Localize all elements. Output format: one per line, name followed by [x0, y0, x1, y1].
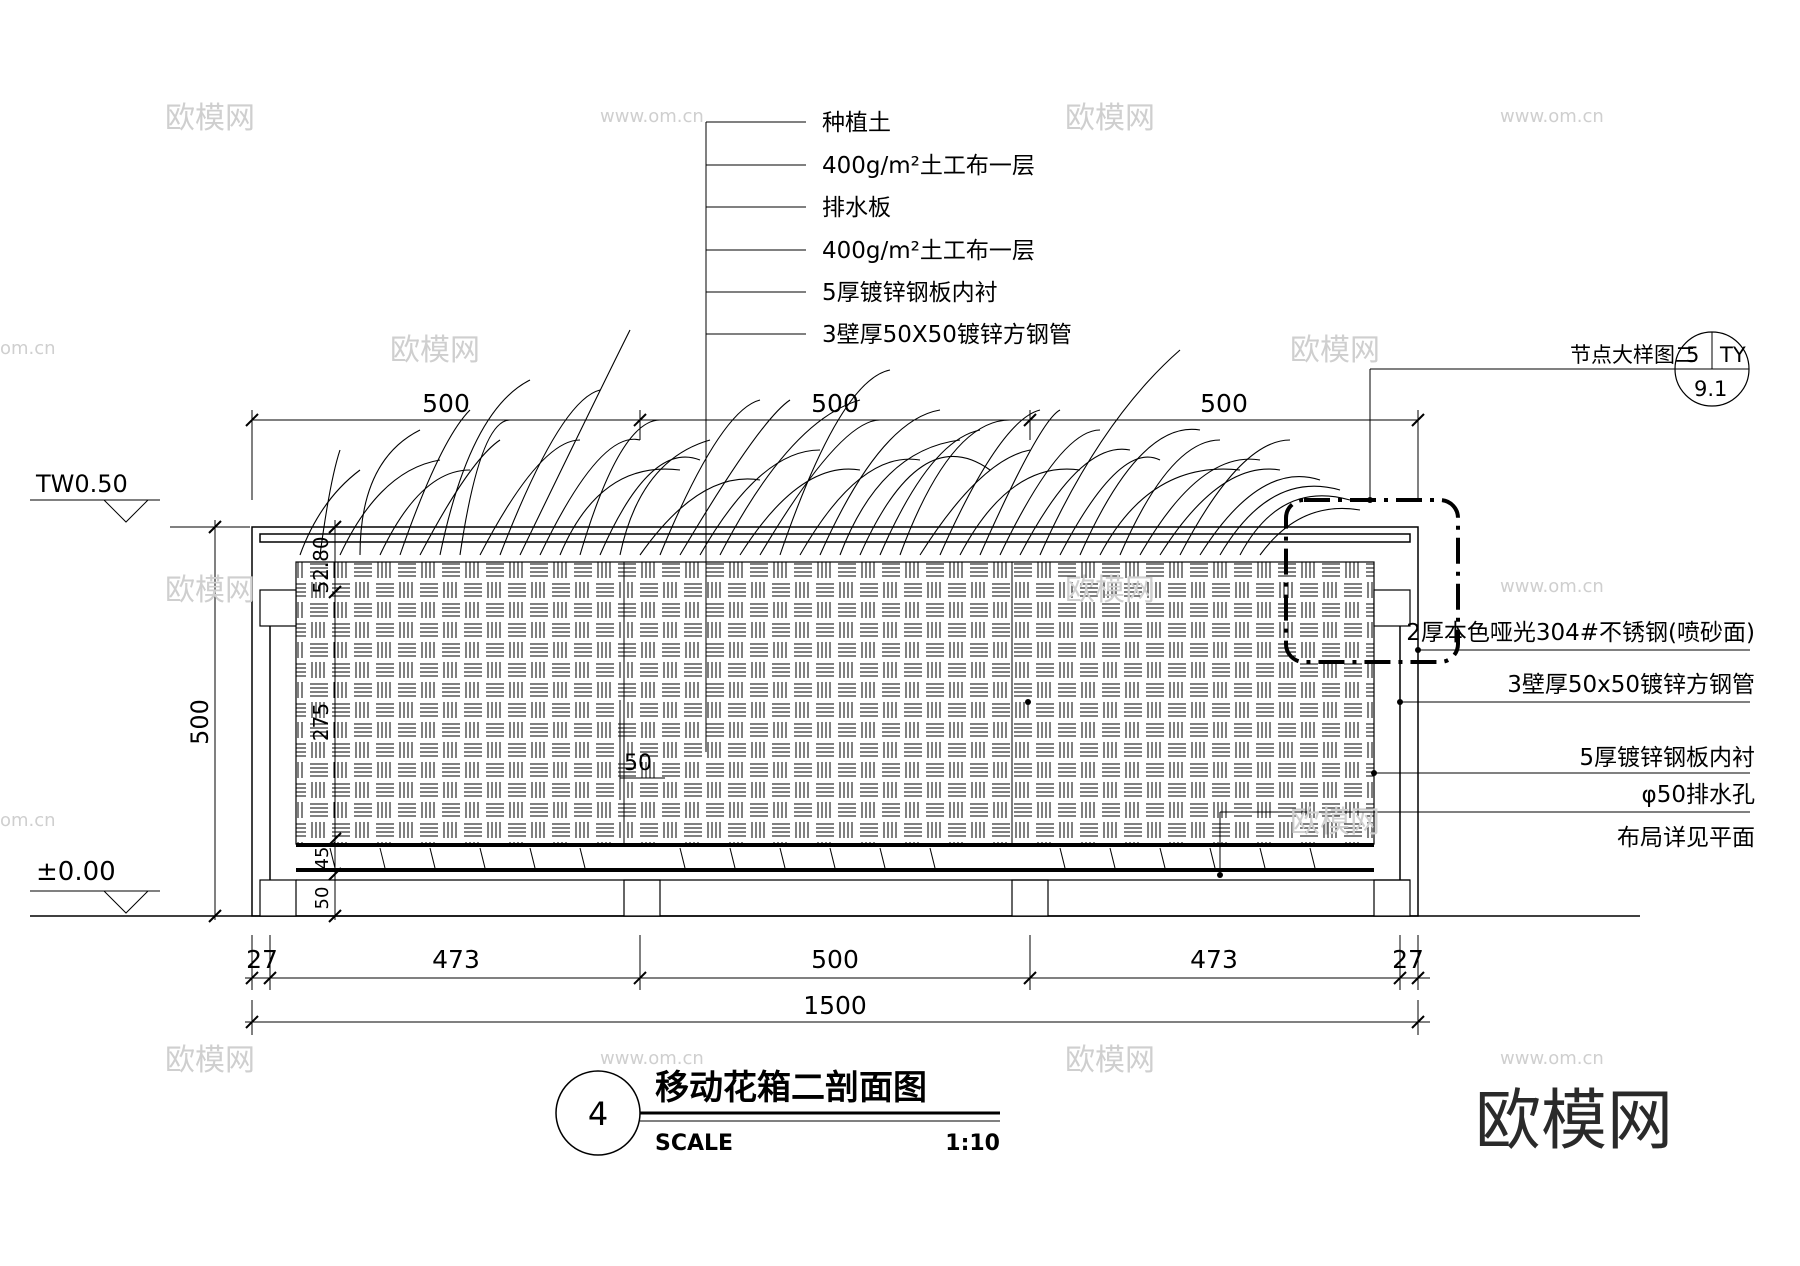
drawing-text: 欧模网 — [1065, 1043, 1155, 1078]
drawing-text: 欧模网 — [165, 1043, 255, 1078]
big-watermark: 欧模网 — [1475, 1082, 1673, 1159]
drawing-text: 种植土 — [822, 110, 891, 136]
drawing-title: 移动花箱二剖面图 — [655, 1068, 927, 1108]
watermarks: 欧模网 www.om.cn 欧模网 www.om.cn om.cn 欧模网 欧模… — [0, 101, 1604, 1078]
dim-top-text: 500 500 500 — [422, 389, 1248, 418]
dim-height — [208, 520, 342, 923]
drawing-text: 400g/m²土工布一层 — [822, 153, 1035, 179]
base-plate — [296, 843, 1410, 881]
plant-foliage — [299, 329, 1361, 556]
drawing-text: 欧模网 — [165, 101, 255, 136]
drawing-text: 473 — [1190, 945, 1238, 974]
drawing-text: 5厚镀锌钢板内衬 — [822, 280, 998, 306]
drawing-text: 500 — [811, 945, 859, 974]
drawing-text: 欧模网 — [1065, 573, 1155, 608]
drawing-text: www.om.cn — [600, 1048, 704, 1069]
level-ground: ±0.00 — [36, 857, 116, 887]
drawing-text: 500 — [422, 389, 470, 418]
drawing-text: 欧模网 — [1290, 805, 1380, 840]
drawing-text: 布局详见平面 — [1617, 825, 1755, 851]
drawing-text: 2厚本色哑光304#不锈钢(喷砂面) — [1406, 620, 1755, 646]
drawing-text: www.om.cn — [600, 106, 704, 127]
drawing-text: 27 — [1392, 945, 1424, 974]
title-number: 4 — [588, 1095, 608, 1133]
scale-value: 1:10 — [945, 1131, 1000, 1156]
drawing-text: 400g/m²土工布一层 — [822, 238, 1035, 264]
dim-bottom-text: 27 473 500 473 27 1500 — [246, 945, 1424, 1020]
material-labels: 种植土 400g/m²土工布一层 排水板 400g/m²土工布一层 5厚镀锌钢板… — [822, 110, 1072, 348]
steel-posts — [259, 589, 1411, 917]
drawing-text: www.om.cn — [1500, 1048, 1604, 1069]
level-top: TW0.50 — [35, 470, 128, 498]
drawing-text: 275 — [309, 703, 333, 741]
drain-slots — [329, 847, 1316, 869]
drawing-text: 欧模网 — [1290, 333, 1380, 368]
woven-panel — [295, 561, 1375, 845]
scale-label: SCALE — [655, 1131, 733, 1156]
detail-ref-code: TY — [1719, 343, 1746, 367]
drawing-text: 3壁厚50x50镀锌方钢管 — [1507, 672, 1755, 698]
dim-height-text: 500 — [186, 699, 214, 745]
detail-callout — [1284, 498, 1460, 664]
drawing-text: 欧模网 — [165, 573, 255, 608]
drawing-text: 欧模网 — [1065, 101, 1155, 136]
drawing-text: www.om.cn — [1500, 576, 1604, 597]
drawing-text: 27 — [246, 945, 278, 974]
drawing-text: φ50排水孔 — [1642, 782, 1755, 808]
detail-ref-sheet: 9.1 — [1694, 377, 1727, 401]
drawing-text: 473 — [432, 945, 480, 974]
drawing-text: www.om.cn — [1500, 106, 1604, 127]
drawing-text: 45 — [312, 847, 333, 870]
dim-hole-text: 50 — [624, 751, 652, 776]
planter-body — [251, 526, 1419, 917]
drawing-text: 500 — [1200, 389, 1248, 418]
drawing-text: 52.80 — [309, 536, 333, 593]
drawing-text: 欧模网 — [390, 333, 480, 368]
detail-ref-label: 节点大样图二 — [1570, 343, 1696, 367]
drawing-text: 5厚镀锌钢板内衬 — [1579, 745, 1755, 771]
leader-lines — [705, 121, 806, 752]
drawing-text: 3壁厚50X50镀锌方钢管 — [822, 322, 1072, 348]
drawing-text: 排水板 — [822, 195, 891, 221]
dim-top — [245, 410, 1425, 500]
right-leaders — [1219, 368, 1750, 875]
drawing-text: om.cn — [0, 338, 56, 359]
drawing-text: om.cn — [0, 810, 56, 831]
drawing-text: 1500 — [803, 991, 867, 1020]
level-markers — [30, 499, 250, 914]
drawing-text: 50 — [312, 887, 333, 910]
drawing-text: 500 — [811, 389, 859, 418]
detail-ref-num: 5 — [1686, 343, 1699, 367]
dim-bottom — [245, 935, 1430, 1035]
right-labels: 2厚本色哑光304#不锈钢(喷砂面) 3壁厚50x50镀锌方钢管 5厚镀锌钢板内… — [1406, 620, 1755, 851]
